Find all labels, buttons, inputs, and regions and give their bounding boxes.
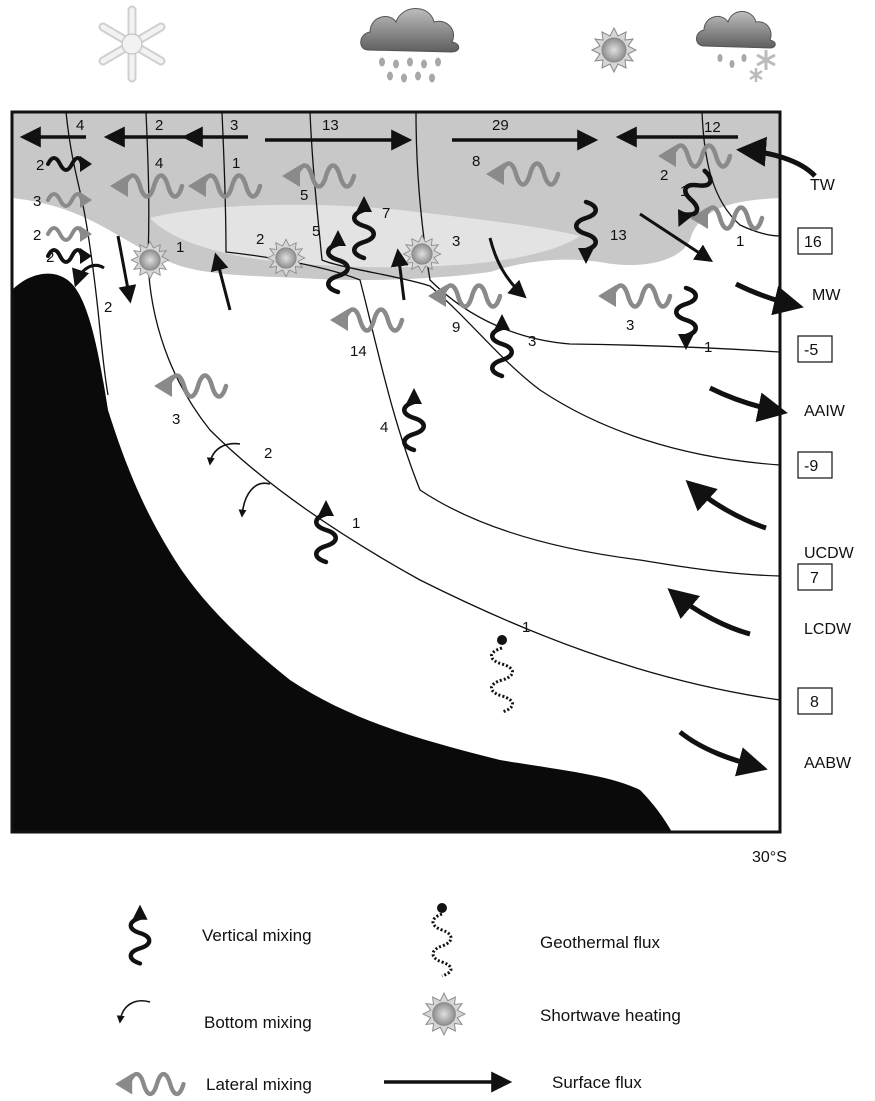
ocean-section	[10, 110, 782, 834]
topography	[12, 273, 672, 832]
flux-label: 9	[452, 319, 460, 336]
flux-label: 14	[350, 343, 367, 360]
layer-value: 16	[804, 234, 822, 251]
layer-name: MW	[812, 287, 841, 304]
shortwave-heating-icon	[422, 992, 466, 1036]
flux-label: 8	[472, 153, 480, 170]
shortwave-heating: 1 2 3	[130, 231, 460, 280]
flux-label: 1	[522, 619, 530, 636]
flux-label: 2	[256, 231, 264, 248]
layer-value: -5	[804, 342, 818, 359]
vertical-mixing-icon	[131, 905, 150, 964]
flux-label: 4	[76, 117, 84, 134]
vertical-mixing: 5 7 3 13 1 1 3 4 1	[312, 167, 728, 562]
flux-label: 2	[264, 445, 272, 462]
legend-label-lateral-mixing: Lateral mixing	[206, 1075, 312, 1094]
flux-label: 2	[104, 299, 112, 316]
flux-label: 7	[382, 205, 390, 222]
layer-value: 7	[810, 570, 819, 587]
legend: Vertical mixing Geothermal flux Bottom m…	[115, 903, 681, 1094]
snowflake-icon	[98, 5, 166, 83]
inflow-arrow	[736, 136, 817, 178]
bottom-mixing: 2	[206, 442, 272, 518]
flux-label: 4	[380, 419, 388, 436]
flux-label: 2	[36, 157, 44, 174]
flux-label: 3	[452, 233, 460, 250]
flux-label: 3	[230, 117, 238, 134]
geothermal-flux: 1	[490, 619, 530, 714]
snow-cloud-icon	[696, 11, 776, 82]
flux-label: 3	[528, 333, 536, 350]
surface-flux-arrows	[19, 126, 738, 151]
lateral-mixing-mid: 2 1 14 9 3 3	[154, 167, 744, 428]
legend-label-bottom-mixing: Bottom mixing	[204, 1013, 312, 1032]
flux-label: 2	[33, 227, 41, 244]
flux-label: 12	[704, 119, 721, 136]
flux-label: 1	[176, 239, 184, 256]
layer-name: AABW	[804, 755, 852, 772]
flux-label: 2	[660, 167, 668, 184]
flux-label: 13	[610, 227, 627, 244]
geothermal-flux-icon	[431, 903, 453, 978]
flux-label: 1	[232, 155, 240, 172]
legend-label-shortwave-heating: Shortwave heating	[540, 1006, 681, 1025]
flux-label: 1	[680, 183, 688, 200]
flux-label: 1	[736, 233, 744, 250]
flux-label: 3	[33, 193, 41, 210]
legend-label-vertical-mixing: Vertical mixing	[202, 926, 312, 945]
flux-label: 5	[312, 223, 320, 240]
bottom-mixing-icon	[116, 1000, 151, 1024]
water-mass-labels: TW 16 MW -5 AAIW -9 UCDW 7 LCDW 8 AABW 3…	[752, 177, 855, 866]
flux-label: 29	[492, 117, 509, 134]
advection-arrows: 2	[72, 212, 714, 316]
layer-value: -9	[804, 458, 818, 475]
flux-label: 13	[322, 117, 339, 134]
flux-label: 1	[352, 515, 360, 532]
legend-label-surface-flux: Surface flux	[552, 1073, 642, 1092]
latitude-label: 30°S	[752, 849, 787, 866]
flux-label: 2	[46, 249, 54, 266]
lateral-mixing-icon	[115, 1074, 183, 1095]
flux-label: 2	[155, 117, 163, 134]
surface-flux-labels: 4 2 3 13 29 12	[76, 117, 721, 136]
lateral-mixing-left: 2 3 2 2	[33, 154, 94, 266]
flux-label: 1	[704, 339, 712, 356]
water-mass-arrows	[667, 281, 804, 777]
flux-label: 3	[172, 411, 180, 428]
layer-name: LCDW	[804, 621, 852, 638]
lateral-top-labels: 4 1 5 8	[155, 153, 480, 204]
sun-icon	[591, 27, 637, 73]
legend-label-geothermal-flux: Geothermal flux	[540, 933, 660, 952]
layer-name: TW	[810, 177, 836, 194]
layer-value: 8	[810, 694, 819, 711]
flux-label: 3	[626, 317, 634, 334]
mixed-layer	[150, 204, 580, 268]
flux-label: 4	[155, 155, 163, 172]
layer-name: UCDW	[804, 545, 855, 562]
layer-name: AAIW	[804, 403, 846, 420]
rain-cloud-icon	[360, 8, 460, 83]
flux-label: 5	[300, 187, 308, 204]
